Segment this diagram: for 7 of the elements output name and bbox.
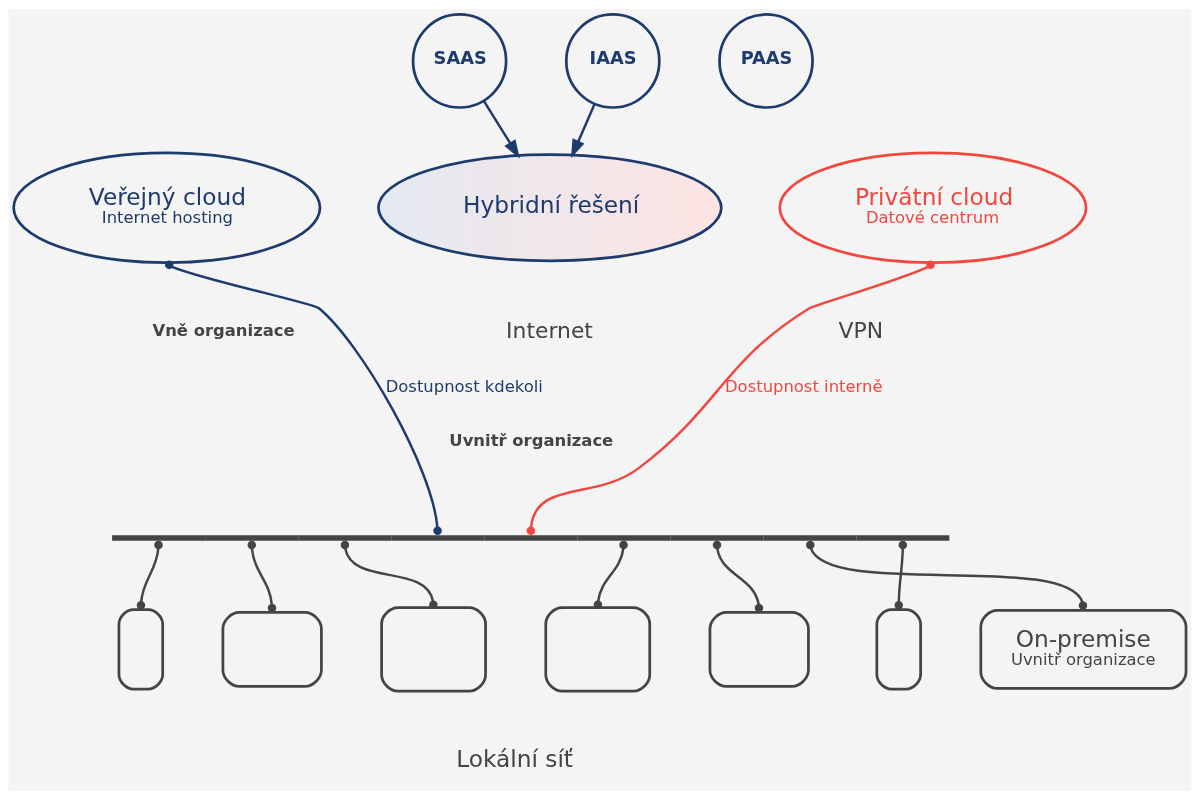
label: Uvnitř organizace <box>449 431 614 451</box>
edge-label: Dostupnost interně <box>724 377 883 397</box>
label: Lokální síť <box>456 744 573 772</box>
label: VPN <box>838 317 884 343</box>
label: Internet <box>506 317 593 343</box>
label: Vně organizace <box>152 320 295 340</box>
edge-label: Dostupnost kdekoli <box>385 377 543 397</box>
